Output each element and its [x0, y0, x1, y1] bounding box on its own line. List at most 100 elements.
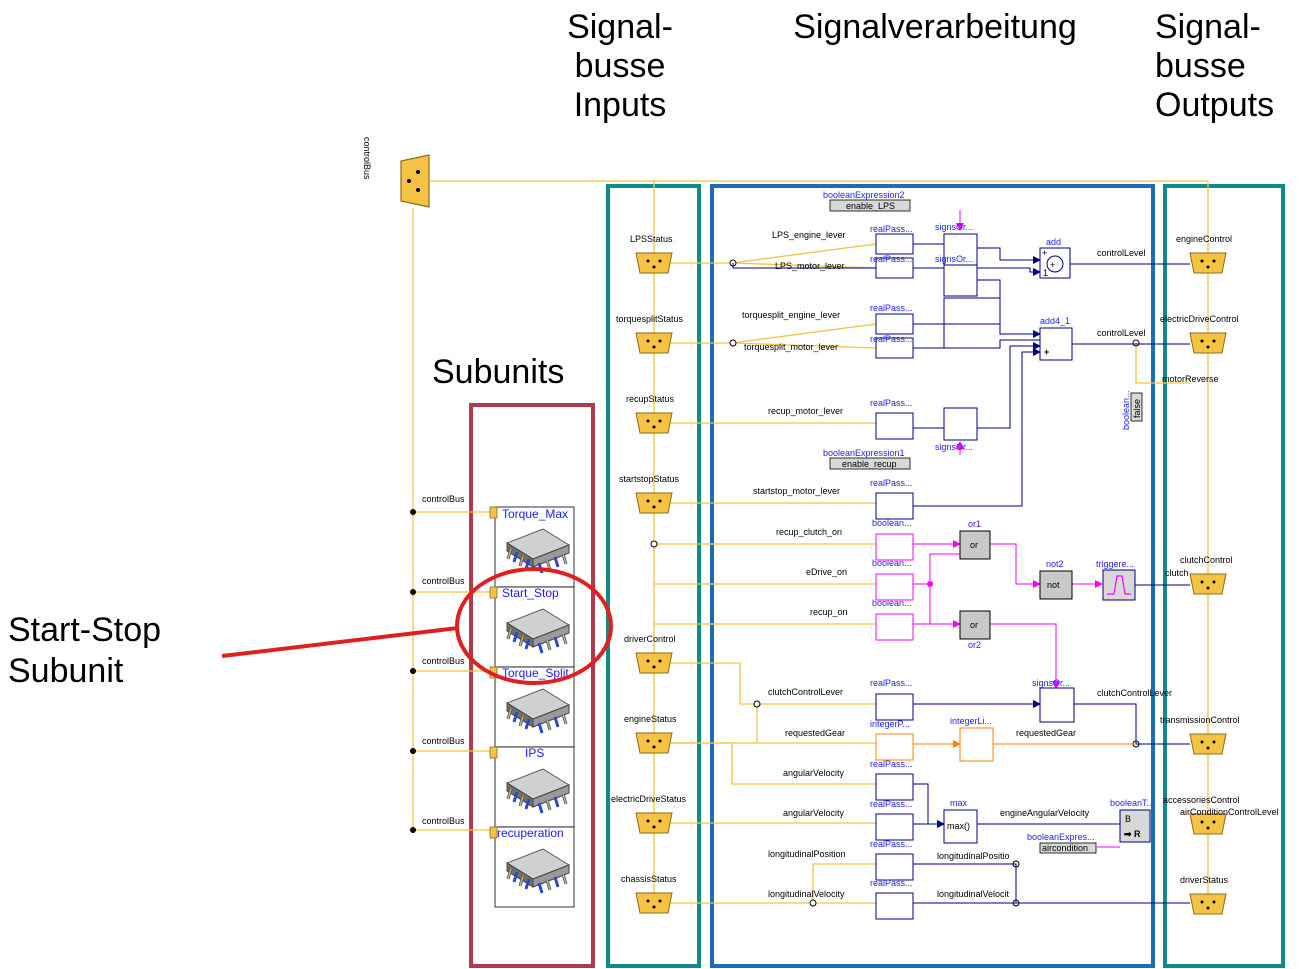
plus-icon: + — [1050, 260, 1055, 270]
or2-block[interactable]: or or2 — [959, 610, 991, 650]
boolean-expression2-block[interactable]: booleanExpression2 enable_LPS — [823, 190, 911, 212]
signal-label: requestedGear — [1016, 728, 1076, 738]
subunit-start-stop[interactable]: Start_Stop — [489, 586, 575, 668]
output-bus-clutch-control[interactable]: clutchControl — [1180, 555, 1233, 595]
block-label: booleanExpression2 — [823, 190, 905, 200]
boolean-expression-aircondition-block[interactable]: booleanExpres... aircondition — [1027, 832, 1097, 854]
add4-block[interactable]: + add4_1 — [1039, 316, 1073, 361]
subunit-recuperation[interactable]: recuperation — [489, 826, 575, 908]
header-outputs-line1: Signal- — [1155, 8, 1261, 46]
triggered-block[interactable]: triggere... clutch — [1096, 559, 1189, 601]
input-bus-electric-drive-status[interactable]: electricDriveStatus — [611, 794, 687, 834]
block-label: realPass... — [870, 303, 913, 313]
header-processing: Signalverarbeitung — [793, 8, 1077, 46]
aircondition-control-label: airConditionControlLevel — [1180, 807, 1279, 817]
block-label: triggere... — [1096, 559, 1134, 569]
header-inputs-line3: Inputs — [573, 86, 667, 124]
block-value: enable_LPS — [846, 201, 895, 211]
output-bus-connectors: engineControl electricDriveControl clutc… — [1160, 234, 1279, 915]
block-label: max — [950, 798, 968, 808]
add-block[interactable]: + + 1 add — [1039, 237, 1071, 279]
signal-label: controlLevel — [1097, 328, 1146, 338]
input-bus-startstop-status[interactable]: startstopStatus — [619, 474, 680, 514]
motor-reverse-label: motorReverse — [1162, 374, 1219, 384]
signal-label: recup_motor_lever — [768, 406, 843, 416]
not2-block[interactable]: not not2 — [1039, 559, 1073, 600]
boolean-signal-wires — [913, 210, 1120, 848]
input-bus-driver-control[interactable]: driverControl — [624, 634, 676, 674]
block-label: boolean... — [872, 558, 912, 568]
real-pass-block[interactable]: realPass... — [870, 678, 914, 721]
signal-label: longitudinalPositio — [937, 851, 1010, 861]
real-pass-block[interactable]: realPass... — [870, 224, 914, 255]
block-label: realPass... — [870, 224, 913, 234]
boolean-false-block[interactable]: false boolean... — [1121, 390, 1143, 430]
output-bus-transmission-control[interactable]: transmissionControl — [1160, 715, 1240, 755]
control-bus-connector[interactable] — [400, 154, 430, 208]
block-label: signsOr... — [935, 222, 973, 232]
block-label: boolean... — [1121, 390, 1131, 430]
output-bus-engine-control[interactable]: engineControl — [1176, 234, 1232, 274]
block-value: max() — [947, 821, 970, 831]
block-label: add4_1 — [1040, 316, 1070, 326]
input-bus-label: torquesplitStatus — [616, 314, 684, 324]
real-pass-block[interactable]: realPass... — [870, 478, 914, 520]
boolean-pass-block[interactable]: boolean... — [872, 598, 914, 641]
block-label: booleanExpres... — [1027, 832, 1095, 842]
block-label: realPass... — [870, 878, 913, 888]
real-signal-wires — [732, 243, 1190, 904]
signal-label: LPS_engine_lever — [772, 230, 846, 240]
right-signal-labels: controlLevel controlLevel clutchControlL… — [937, 248, 1172, 899]
real-pass-block[interactable]: realPass... — [870, 398, 914, 440]
input-bus-recup-status[interactable]: recupStatus — [626, 394, 675, 434]
real-pass-block[interactable]: realPass... — [870, 303, 914, 335]
boolean-pass-block[interactable]: boolean... — [872, 558, 914, 601]
output-bus-label: electricDriveControl — [1160, 314, 1239, 324]
block-label: integerLi... — [950, 716, 992, 726]
signal-label: torquesplit_engine_lever — [742, 310, 840, 320]
input-bus-label: electricDriveStatus — [611, 794, 687, 804]
input-bus-chassis-status[interactable]: chassisStatus — [621, 874, 677, 914]
output-bus-label: clutchControl — [1180, 555, 1233, 565]
input-bus-torquesplit-status[interactable]: torquesplitStatus — [616, 314, 684, 354]
real-pass-block[interactable]: realPass... — [870, 254, 914, 279]
real-pass-block[interactable]: realPass... — [870, 334, 914, 359]
output-bus-electric-drive-control[interactable]: electricDriveControl — [1160, 314, 1239, 354]
integer-limit-block[interactable]: integerLi... — [950, 716, 994, 762]
plus-sign-icon: + — [1042, 248, 1047, 258]
signs-or-block-1[interactable]: signsOr... signsOr... — [935, 222, 978, 297]
arrow-r-icon: ➡ R — [1124, 829, 1141, 839]
boolean-expression1-block[interactable]: booleanExpression1 enable_recup — [823, 448, 911, 470]
real-pass-block[interactable]: realPass... — [870, 759, 914, 801]
output-bus-driver-status[interactable]: driverStatus — [1180, 875, 1229, 915]
block-label: realPass... — [870, 478, 913, 488]
real-pass-block[interactable]: realPass... — [870, 878, 914, 920]
boolean-pass-block[interactable]: boolean... — [872, 518, 914, 561]
input-bus-lps-status[interactable]: LPSStatus — [630, 234, 673, 274]
signal-label: controlLevel — [1097, 248, 1146, 258]
real-pass-block[interactable]: realPass... — [870, 839, 914, 881]
subunit-ips[interactable]: IPS — [489, 746, 575, 828]
block-value: or — [970, 620, 978, 630]
header-inputs: Signal- busse Inputs — [540, 8, 700, 125]
input-bus-engine-status[interactable]: engineStatus — [624, 714, 677, 754]
block-value: enable_recup — [842, 459, 897, 469]
input-bus-label: chassisStatus — [621, 874, 677, 884]
boolean-to-real-block[interactable]: B ➡ R booleanT... — [1110, 798, 1154, 843]
signs-or-block-3[interactable]: signsOr... — [1032, 678, 1075, 723]
signs-or-block-2[interactable]: signsOr... — [935, 407, 978, 452]
or1-block[interactable]: or or1 — [959, 519, 991, 560]
integer-pass-block[interactable]: integerP... — [870, 719, 914, 761]
input-bus-label: driverControl — [624, 634, 676, 644]
b-icon: B — [1125, 814, 1131, 824]
signal-label: longitudinalVelocity — [768, 889, 845, 899]
block-label: realPass... — [870, 678, 913, 688]
max-block[interactable]: max() max — [943, 798, 978, 844]
header-outputs-line3: Outputs — [1155, 86, 1275, 124]
output-bus-accessories-control[interactable]: accessoriesControl — [1163, 795, 1240, 835]
real-pass-block[interactable]: realPass... — [870, 799, 914, 841]
output-bus-label: accessoriesControl — [1163, 795, 1240, 805]
signal-label: recup_clutch_on — [776, 527, 842, 537]
